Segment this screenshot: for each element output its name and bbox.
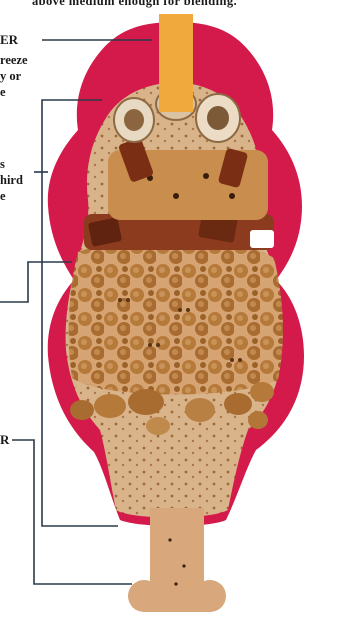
kibble-icon — [69, 239, 283, 394]
biscuit-icon — [84, 137, 274, 250]
treat-stick-icon — [159, 14, 193, 112]
